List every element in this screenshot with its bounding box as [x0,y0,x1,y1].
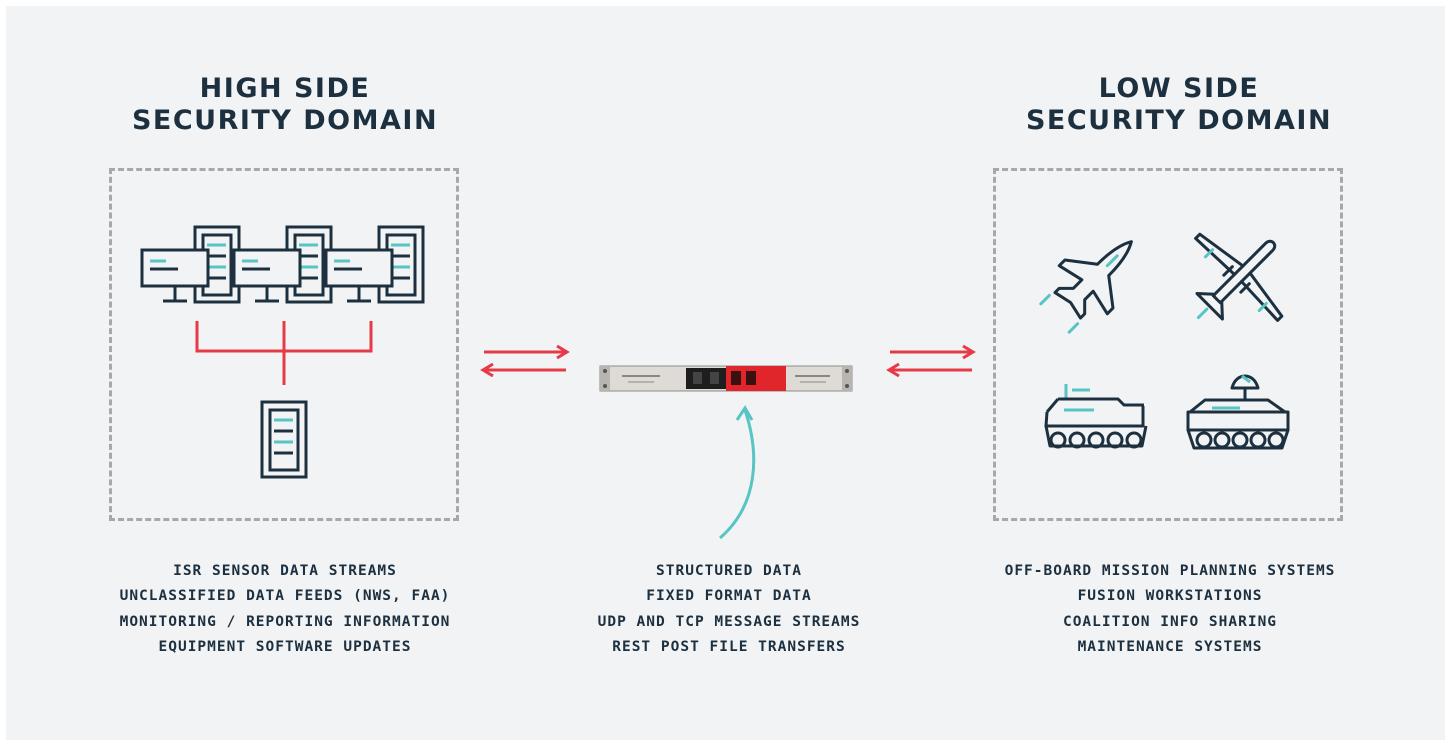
low-side-title-line1: LOW SIDE [1098,73,1260,104]
radar-vehicle-icon [1186,374,1290,450]
server-tower-icon [260,400,308,479]
list-item: FIXED FORMAT DATA [646,588,812,605]
list-item: EQUIPMENT SOFTWARE UPDATES [158,638,412,655]
high-side-title-line2: SECURITY DOMAIN [131,105,439,136]
workstation-icon [232,225,333,304]
center-data-list: STRUCTURED DATA FIXED FORMAT DATA UDP AN… [519,559,939,660]
list-item: ISR SENSOR DATA STREAMS [173,563,397,579]
list-item: COALITION INFO SHARING [1062,613,1278,630]
list-item: STRUCTURED DATA [656,563,802,579]
list-item: OFF-BOARD MISSION PLANNING SYSTEMS [1004,563,1336,579]
list-item: UDP AND TCP MESSAGE STREAMS [597,613,861,630]
list-item: MONITORING / REPORTING INFORMATION [119,613,451,630]
rack-appliance-icon [599,365,853,392]
list-item: REST POST FILE TRANSFERS [612,638,846,655]
tank-icon [1044,384,1148,449]
high-side-data-list: ISR SENSOR DATA STREAMS UNCLASSIFIED DAT… [75,559,495,660]
network-connector [195,321,373,385]
list-item: MAINTENANCE SYSTEMS [1077,638,1263,655]
low-side-data-list: OFF-BOARD MISSION PLANNING SYSTEMS FUSIO… [960,559,1380,660]
workstation-icon [140,225,241,304]
low-side-domain-box [993,168,1343,521]
low-side-transfer-arrows [886,344,976,378]
high-side-transfer-arrows [480,344,570,378]
drone-icon [1194,232,1284,322]
low-side-title-line2: SECURITY DOMAIN [1025,105,1333,136]
high-side-domain-box [109,168,459,521]
low-side-title: LOW SIDE SECURITY DOMAIN [969,73,1389,137]
list-item: FUSION WORKSTATIONS [1077,588,1263,605]
callout-arrow [719,405,756,540]
high-side-title: HIGH SIDE SECURITY DOMAIN [75,73,495,137]
fighter-jet-icon [1039,240,1133,334]
workstation-icon [324,225,425,304]
high-side-title-line1: HIGH SIDE [199,73,371,104]
list-item: UNCLASSIFIED DATA FEEDS (NWS, FAA) [119,588,451,605]
